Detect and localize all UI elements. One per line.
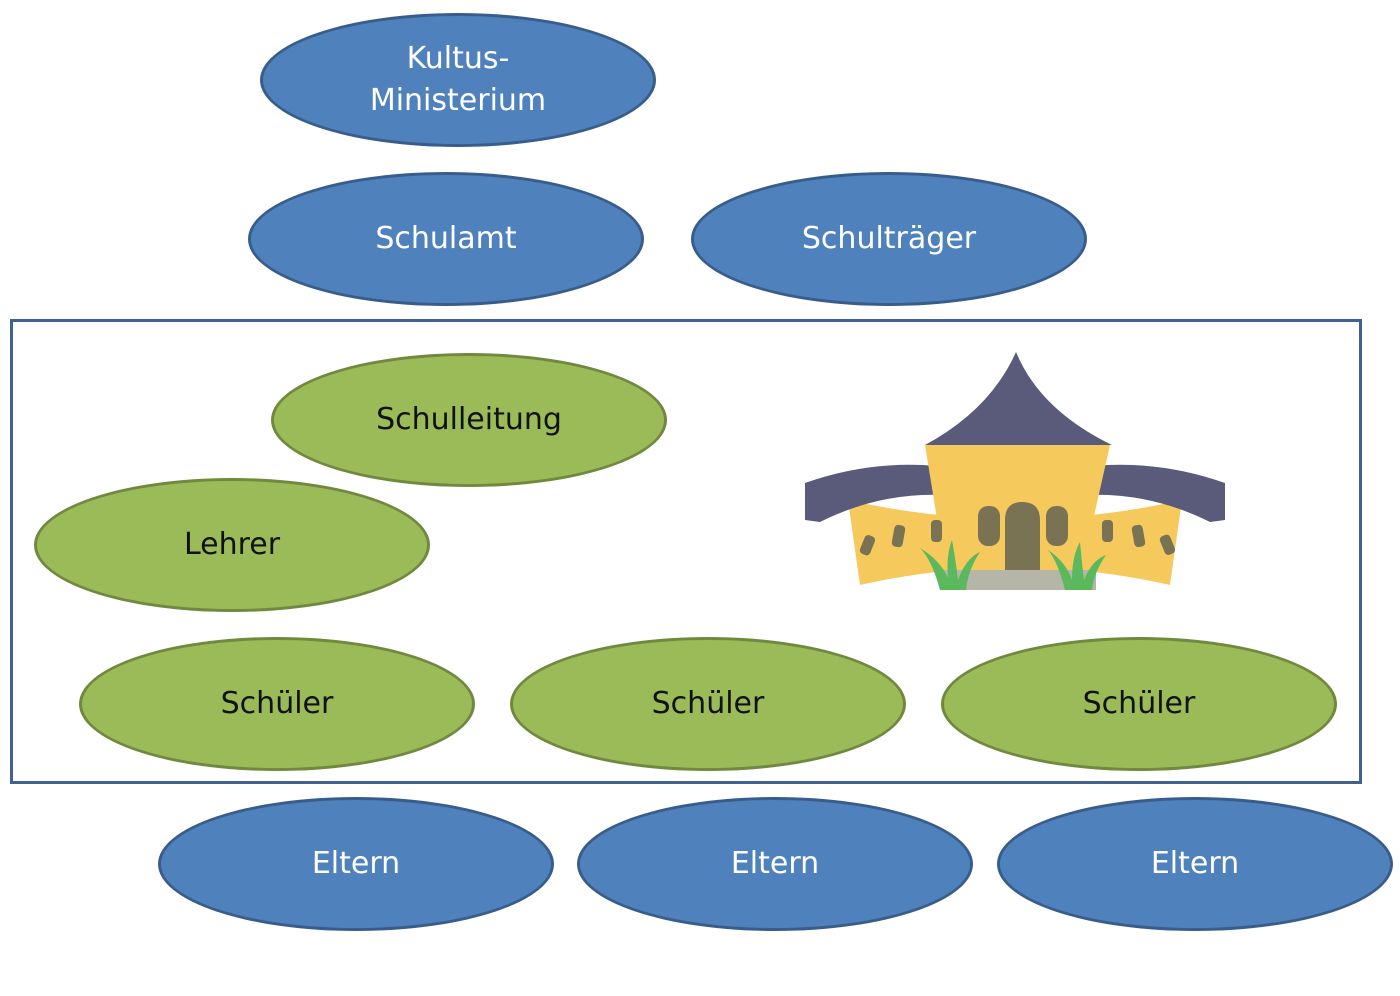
schueler-node-1: Schüler <box>79 637 475 771</box>
school-building-icon <box>805 352 1225 590</box>
eltern-label-3: Eltern <box>1150 846 1240 881</box>
school-frame <box>10 319 1362 784</box>
schultraeger-node: Schulträger <box>691 172 1087 306</box>
schueler-node-2: Schüler <box>510 637 906 771</box>
eltern-node-2: Eltern <box>577 797 973 931</box>
kultusministerium-node: Kultus- Ministerium <box>260 13 656 147</box>
lehrer-label: Lehrer <box>183 527 281 562</box>
schulamt-label: Schulamt <box>375 221 517 256</box>
eltern-node-1: Eltern <box>158 797 554 931</box>
eltern-node-3: Eltern <box>997 797 1393 931</box>
eltern-label-1: Eltern <box>311 846 401 881</box>
schulleitung-node: Schulleitung <box>271 353 667 487</box>
kultusministerium-label: Kultus- Ministerium <box>369 41 547 118</box>
schueler-node-3: Schüler <box>941 637 1337 771</box>
schulamt-node: Schulamt <box>248 172 644 306</box>
schueler-label-1: Schüler <box>220 686 334 721</box>
schueler-label-3: Schüler <box>1082 686 1196 721</box>
lehrer-node: Lehrer <box>34 478 430 612</box>
schulleitung-label: Schulleitung <box>376 402 562 437</box>
schueler-label-2: Schüler <box>651 686 765 721</box>
eltern-label-2: Eltern <box>730 846 820 881</box>
schultraeger-label: Schulträger <box>801 221 977 256</box>
